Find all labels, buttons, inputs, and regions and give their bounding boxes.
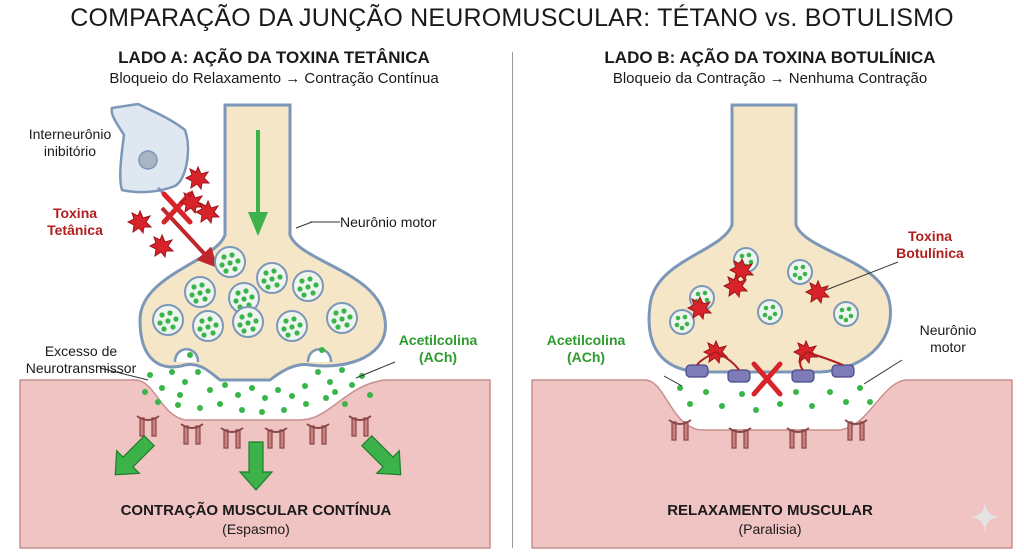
side-b-heading: LADO B: AÇÃO DA TOXINA BOTULÍNICA bbox=[604, 48, 936, 67]
label-tetanus-toxin: Toxina Tetânica bbox=[47, 205, 103, 238]
sparkle-icon bbox=[970, 502, 1000, 532]
motor-neuron-terminal-a bbox=[138, 103, 387, 382]
result-b-subtitle: (Paralisia) bbox=[738, 521, 802, 537]
result-a-title: CONTRAÇÃO MUSCULAR CONTÍNUA bbox=[120, 502, 392, 519]
label-botulinum-toxin: Toxina Botulínica bbox=[896, 228, 964, 261]
side-a-heading: LADO A: AÇÃO DA TOXINA TETÂNICA bbox=[118, 48, 430, 67]
result-b-title: RELAXAMENTO MUSCULAR bbox=[667, 502, 873, 519]
label-interneuron: Interneurônio inibitório bbox=[28, 126, 112, 159]
result-a: CONTRAÇÃO MUSCULAR CONTÍNUA (Espasmo) bbox=[46, 502, 466, 537]
inhibitory-interneuron bbox=[110, 102, 190, 194]
side-a-subheading: Bloqueio do Relaxamento → Contração Cont… bbox=[109, 70, 439, 87]
panel-divider bbox=[512, 52, 513, 548]
ach-cloud-a bbox=[142, 347, 373, 415]
label-ach-a: Acetilcolina (ACh) bbox=[398, 332, 478, 365]
result-b: RELAXAMENTO MUSCULAR (Paralisia) bbox=[560, 502, 980, 537]
muscle-fiber-b bbox=[531, 379, 1013, 549]
side-a-header: LADO A: AÇÃO DA TOXINA TETÂNICA Bloqueio… bbox=[39, 48, 509, 87]
snare-proteins-b bbox=[685, 364, 855, 383]
side-b-header: LADO B: AÇÃO DA TOXINA BOTULÍNICA Bloque… bbox=[535, 48, 1005, 87]
label-excess-neurotransmitter: Excesso de Neurotransmissor bbox=[25, 343, 137, 376]
label-motor-neuron-b: Neurônio motor bbox=[919, 322, 977, 355]
label-ach-b: Acetilcolina (ACh) bbox=[546, 332, 626, 365]
ach-cloud-b bbox=[677, 385, 873, 413]
side-b-subheading: Bloqueio da Contração → Nenhuma Contraçã… bbox=[612, 70, 928, 87]
page-title: COMPARAÇÃO DA JUNÇÃO NEUROMUSCULAR: TÉTA… bbox=[70, 4, 954, 32]
result-a-subtitle: (Espasmo) bbox=[222, 521, 290, 537]
label-motor-neuron-a: Neurônio motor bbox=[340, 214, 437, 230]
